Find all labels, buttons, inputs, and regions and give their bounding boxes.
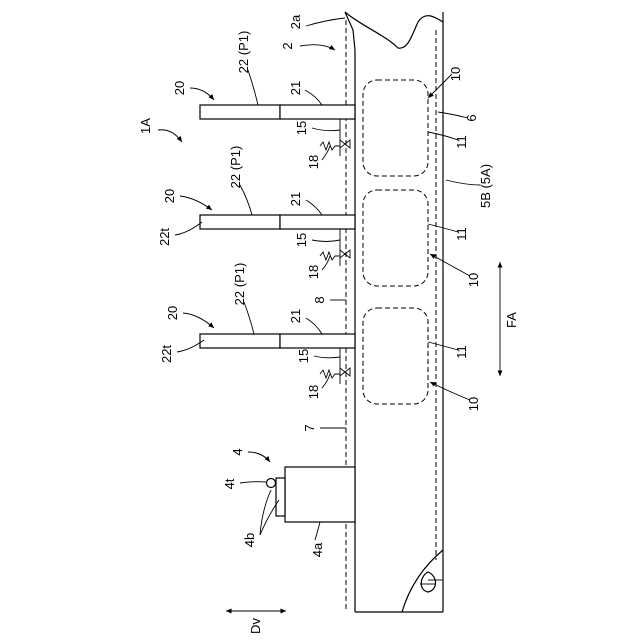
label-22-a: 22 (P1)	[236, 31, 251, 74]
label-18-a: 18	[306, 155, 321, 169]
label-22-c: 22 (P1)	[232, 263, 247, 306]
label-10-b: 10	[466, 273, 481, 287]
label-1a: 1A	[138, 118, 153, 134]
label-22t-b: 22t	[157, 228, 172, 246]
tube-22-c	[200, 334, 280, 348]
label-20-c: 20	[165, 306, 180, 320]
antenna-4t	[267, 479, 276, 488]
label-15-a: 15	[294, 121, 309, 135]
label-15-b: 15	[294, 233, 309, 247]
propeller	[421, 572, 435, 592]
label-2a: 2a	[288, 14, 303, 29]
mast-base	[276, 478, 285, 516]
unit-20-c	[200, 334, 355, 384]
section-21-a	[280, 105, 355, 119]
label-22t-c: 22t	[159, 345, 174, 363]
compartment-3	[363, 308, 428, 404]
label-18-c: 18	[306, 385, 321, 399]
label-11-c: 11	[454, 345, 469, 359]
label-4t: 4t	[222, 478, 237, 489]
section-21-c	[280, 334, 355, 348]
compartment-2	[363, 190, 428, 286]
label-4a: 4a	[310, 542, 325, 557]
label-20-a: 20	[172, 81, 187, 95]
section-21-b	[280, 215, 355, 229]
label-6: 6	[464, 114, 479, 121]
tube-22-b	[200, 215, 280, 229]
compartment-1	[363, 80, 428, 176]
label-10-a: 10	[448, 67, 463, 81]
label-dv: Dv	[248, 618, 263, 634]
label-4b: 4b	[242, 533, 257, 547]
label-11-b: 11	[454, 227, 469, 241]
label-21-b: 21	[288, 192, 303, 206]
label-10-c: 10	[466, 397, 481, 411]
label-4: 4	[230, 448, 245, 455]
label-21-c: 21	[288, 309, 303, 323]
superstructure-4	[267, 467, 356, 522]
valve-15-c	[340, 368, 350, 376]
stern-profile	[402, 550, 443, 612]
label-8: 8	[312, 296, 327, 303]
label-21-a: 21	[288, 81, 303, 95]
label-7: 7	[302, 424, 317, 431]
label-15-c: 15	[296, 349, 311, 363]
label-2: 2	[280, 42, 295, 49]
label-20-b: 20	[162, 189, 177, 203]
tube-22-a	[200, 105, 280, 119]
label-5b: 5B (5A)	[478, 164, 493, 208]
house-4a	[285, 467, 355, 522]
unit-20-b	[200, 215, 355, 266]
label-11-a: 11	[454, 135, 469, 149]
bow-profile	[345, 12, 443, 48]
label-22-b: 22 (P1)	[228, 146, 243, 189]
label-18-b: 18	[306, 265, 321, 279]
label-fa: FA	[504, 312, 519, 328]
valve-15-b	[340, 250, 350, 258]
valve-15-a	[340, 140, 350, 148]
